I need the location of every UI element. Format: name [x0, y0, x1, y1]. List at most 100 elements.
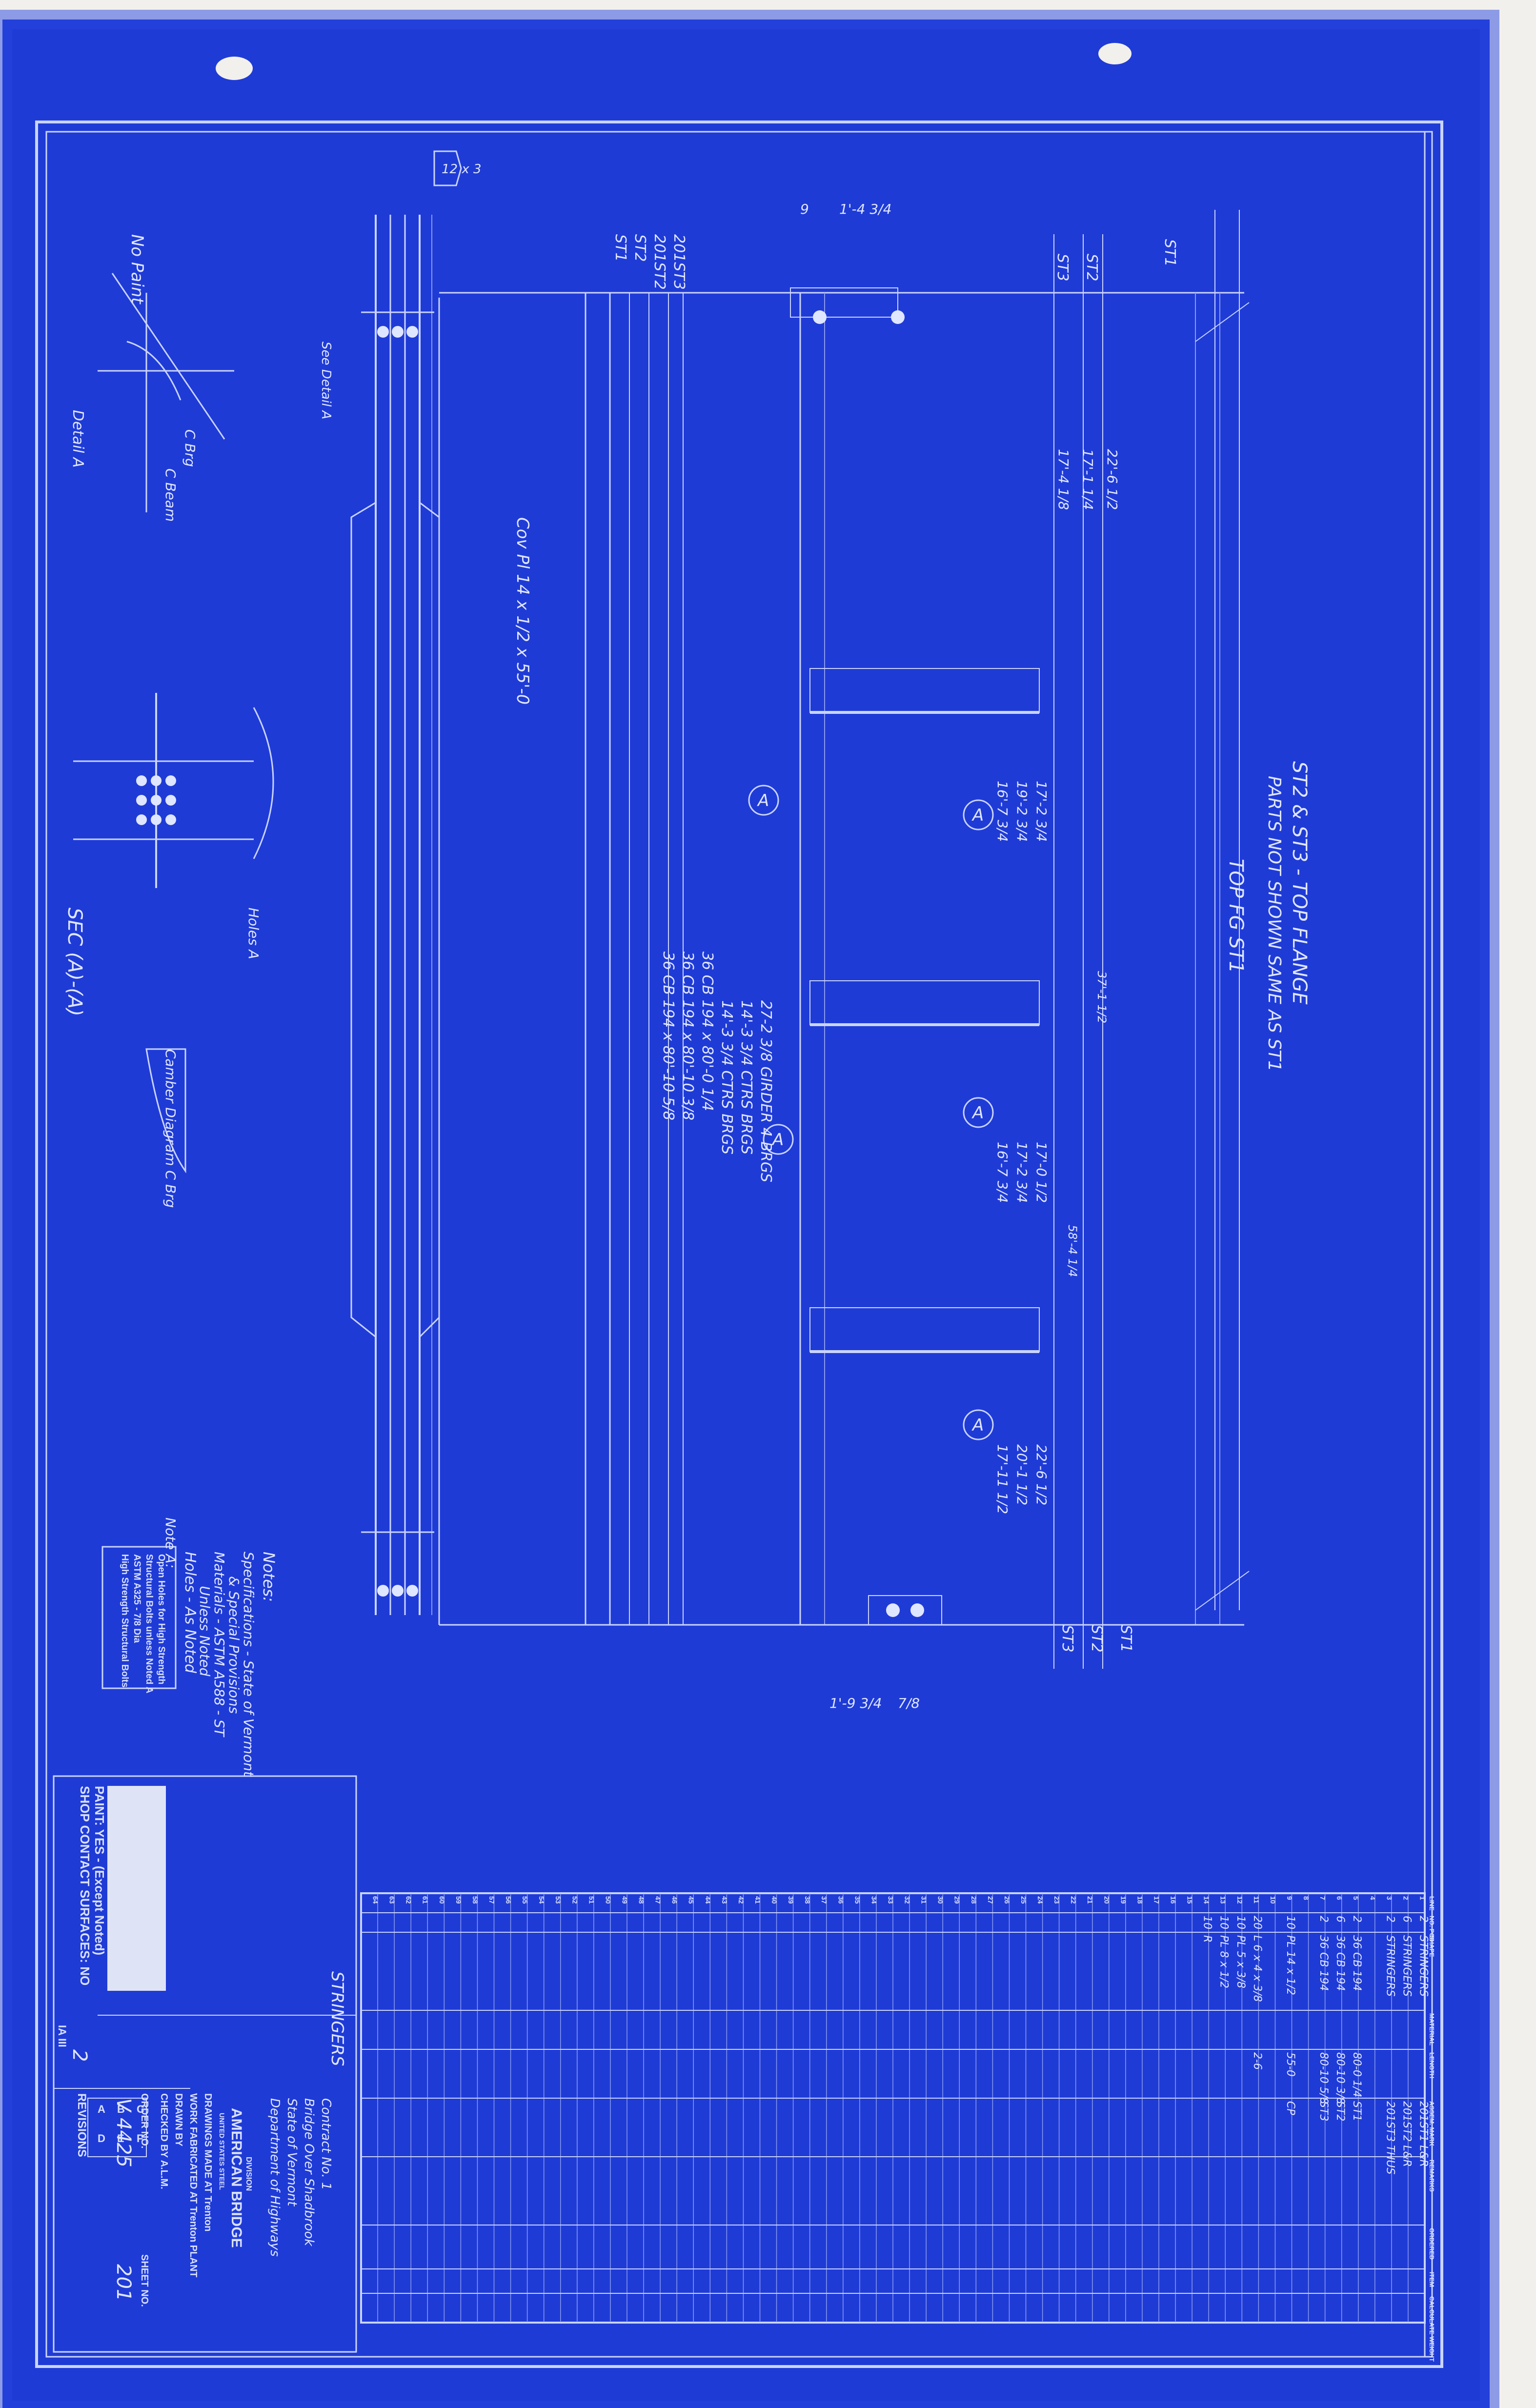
bill-cell: 2	[1317, 1916, 1330, 1922]
section-marker-a: A	[971, 1416, 984, 1435]
bill-line-number: 30	[937, 1896, 945, 1904]
member-line: 36 CB 194 x 80'-0 1/4	[699, 951, 716, 1111]
bill-line-number: 16	[1170, 1896, 1177, 1904]
notes-heading: Notes:	[260, 1552, 278, 1602]
member-line: 14'-3 3/4 CTRS BRGS	[738, 1000, 755, 1154]
bill-header: NO. PCS	[1428, 1916, 1435, 1942]
order-no-label: ORDER NO.	[139, 2093, 150, 2148]
corner-sheet: 2	[68, 2049, 91, 2062]
bill-line-number: 33	[887, 1896, 894, 1904]
bill-line-number: 31	[920, 1896, 928, 1904]
bill-cell: 6	[1334, 1916, 1346, 1922]
section-marker-a: A	[971, 806, 984, 825]
bill-cell: 55-0	[1284, 2052, 1296, 2077]
bill-line-number: 20	[1103, 1896, 1111, 1904]
bill-line-number: 28	[970, 1896, 978, 1904]
c-brg-label: C Brg	[182, 429, 198, 467]
revision-letter: A	[98, 2103, 105, 2115]
bill-line-number: 39	[787, 1896, 795, 1904]
bill-header: CALCULATE WEIGHT	[1428, 2296, 1435, 2362]
bill-line-number: 12	[1236, 1896, 1244, 1904]
note-box-line: Open Holes for High Strength	[156, 1554, 166, 1684]
bill-line-number: 34	[870, 1896, 878, 1904]
bill-line-number: 63	[388, 1896, 396, 1904]
dim-bottom: 7/8	[898, 1695, 920, 1711]
bill-cell: 80-10 5/8	[1317, 2052, 1330, 2104]
bill-cell: 36 CB 194	[1317, 1935, 1330, 1991]
bill-line-number: 48	[638, 1896, 646, 1904]
bill-cell: 10	[1201, 1916, 1213, 1929]
holes-label: Holes A	[245, 908, 262, 959]
member-line: 36 CB 194 x 80'-10 5/8	[660, 951, 677, 1120]
bill-line-number: 4	[1369, 1896, 1376, 1900]
stringer-mark: ST1	[1117, 1625, 1134, 1652]
bill-cell: 36 CB 194	[1351, 1935, 1363, 1991]
dim-run: 17'-11 1/2	[994, 1444, 1011, 1514]
detail-a-label: Detail A	[69, 410, 86, 467]
paint-note: PAINT: YES - (Except Noted)	[92, 1786, 107, 1955]
bill-line-number: 42	[737, 1896, 745, 1904]
bill-line-number: 54	[538, 1896, 546, 1904]
revision-letter: D	[98, 2132, 105, 2145]
member-line: 14'-3 3/4 CTRS BRGS	[718, 1000, 735, 1154]
shop-contact-note: SHOP CONTACT SURFACES: NO	[78, 1786, 92, 1985]
bill-line-number: 47	[654, 1896, 662, 1904]
camber-label: Camber Diagram C Brg	[162, 1049, 179, 1208]
top-fg-label: TOP FG ST1	[1225, 859, 1247, 973]
bill-cell: ST3	[1317, 2101, 1330, 2121]
bill-header: LINE	[1428, 1896, 1435, 1911]
bill-header: REMARKS	[1428, 2160, 1435, 2192]
dim-run: 17'-2 3/4	[1014, 1142, 1030, 1203]
bill-line-number: 19	[1119, 1896, 1127, 1904]
bill-header: ASSEM. MARK	[1428, 2101, 1435, 2146]
bill-line-number: 49	[621, 1896, 628, 1904]
bill-line-number: 29	[953, 1896, 961, 1904]
bill-line-number: 52	[571, 1896, 579, 1904]
bill-line-number: 21	[1086, 1896, 1094, 1904]
bill-cell: 2	[1417, 1916, 1429, 1922]
bill-cell: 10	[1234, 1916, 1247, 1929]
bill-cell: STRINGERS	[1400, 1935, 1413, 1997]
bill-cell: CP	[1284, 2101, 1296, 2115]
stringer-lines	[438, 210, 1250, 1669]
sheet-no: 201	[112, 2264, 135, 2301]
bill-cell: STRINGERS	[1384, 1935, 1396, 1997]
bill-header: ITEM	[1428, 2272, 1435, 2287]
size-label: 12 x 3	[442, 162, 482, 177]
bill-line-number: 40	[770, 1896, 778, 1904]
checked-by: CHECKED BY A.L.M.	[159, 2093, 169, 2189]
bill-line-number: 51	[587, 1896, 595, 1904]
bill-line-number: 55	[521, 1896, 529, 1904]
bill-header: MATERIAL	[1428, 2013, 1435, 2045]
contract-no: Contract No. 1	[319, 2098, 333, 2190]
bill-line-number: 53	[554, 1896, 562, 1904]
stringer-mark: ST3	[1059, 1625, 1076, 1652]
dim-run: 17'-0 1/2	[1033, 1142, 1050, 1203]
owner-line: Department of Highways	[267, 2098, 282, 2257]
dim-run: 16'-7 3/4	[994, 781, 1011, 842]
note-a-heading: Note A:	[162, 1518, 179, 1568]
bill-line-number: 24	[1036, 1896, 1044, 1904]
bill-cell: 2	[1351, 1916, 1363, 1922]
bill-line-number: 56	[505, 1896, 512, 1904]
bill-cell: 2	[1384, 1916, 1396, 1922]
revisions-frame	[87, 2098, 147, 2157]
order-no: V 4425	[112, 2098, 135, 2167]
title-stamp-box	[107, 1786, 166, 1991]
notes-line: Holes - As Noted	[182, 1552, 199, 1674]
notes-line: Materials - ASTM A588 - ST	[211, 1552, 227, 1738]
revisions-title: REVISIONS	[75, 2093, 88, 2157]
revision-letter: B	[117, 2103, 125, 2115]
bill-line-number: 26	[1003, 1896, 1011, 1904]
notes-block	[101, 1546, 177, 1689]
stringer-elevation	[350, 150, 462, 1615]
section-marker-a: A	[771, 1130, 784, 1150]
bill-cell: 201ST1 L&R	[1417, 2101, 1429, 2167]
sheet-no-label: SHEET NO.	[139, 2254, 150, 2307]
bill-line-number: 62	[405, 1896, 413, 1904]
bill-cell: 6	[1400, 1916, 1413, 1922]
bill-line-number: 1	[1418, 1896, 1426, 1900]
bill-cell: R	[1201, 1935, 1213, 1943]
section-marker-a: A	[971, 1103, 984, 1123]
